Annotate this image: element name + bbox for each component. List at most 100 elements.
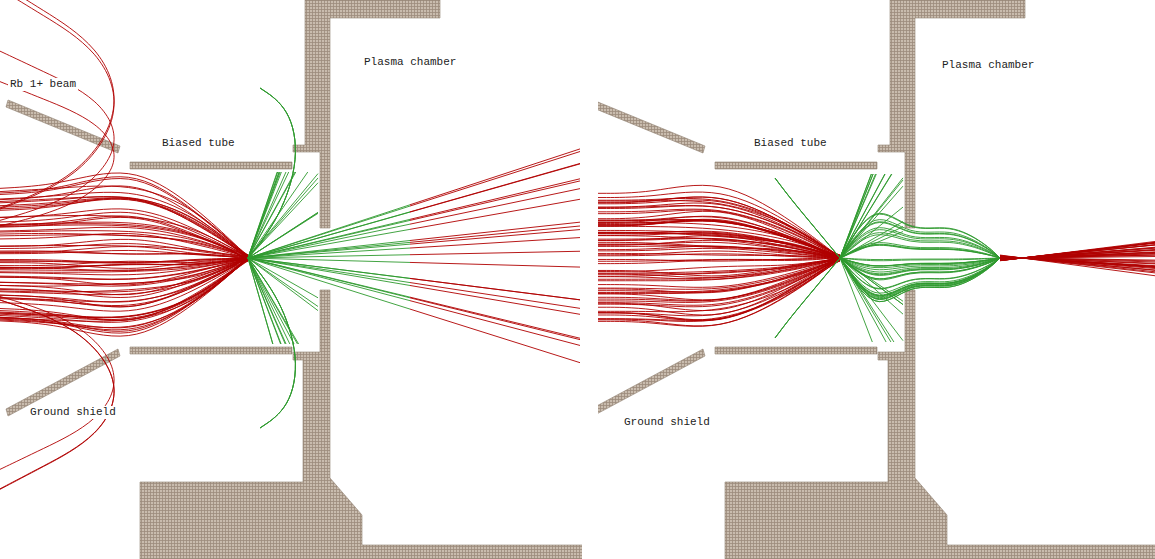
ion-trajectory bbox=[248, 258, 290, 344]
ion-trajectory bbox=[840, 174, 875, 258]
part-label: Biased tube bbox=[752, 137, 829, 150]
ion-trajectory bbox=[410, 251, 580, 254]
ion-trajectory bbox=[775, 258, 840, 338]
ion-trajectory bbox=[840, 258, 1000, 266]
ion-trajectory bbox=[840, 174, 873, 258]
ion-trajectory bbox=[248, 258, 295, 428]
ion-trajectory bbox=[598, 226, 840, 260]
ion-trajectory bbox=[248, 172, 280, 258]
ion-trajectory bbox=[0, 173, 248, 257]
ion-trajectory bbox=[248, 258, 295, 428]
ion-trajectory bbox=[1000, 256, 1155, 270]
ion-trajectory bbox=[0, 186, 248, 257]
ion-trajectory bbox=[598, 216, 840, 258]
ion-trajectory bbox=[598, 261, 840, 326]
ion-trajectory bbox=[410, 164, 580, 212]
ion-trajectory bbox=[410, 278, 580, 299]
ion-trajectory bbox=[598, 217, 840, 257]
ion-trajectory bbox=[1000, 256, 1155, 270]
ion-trajectory bbox=[598, 192, 840, 258]
ion-trajectory bbox=[0, 179, 248, 258]
ion-trajectory bbox=[248, 229, 410, 258]
biased-tube bbox=[715, 162, 877, 169]
ion-trajectory bbox=[248, 172, 281, 258]
chamber-wall bbox=[878, 0, 1025, 228]
ion-trajectory bbox=[598, 257, 840, 278]
ion-trajectory bbox=[775, 258, 840, 338]
ion-trajectory bbox=[598, 211, 840, 259]
ion-trajectory bbox=[775, 178, 840, 258]
ion-trajectory bbox=[598, 197, 840, 259]
ion-trajectory bbox=[0, 259, 248, 292]
part-label: Plasma chamber bbox=[362, 56, 458, 69]
ground-shield bbox=[6, 100, 120, 153]
ion-trajectory bbox=[248, 258, 318, 311]
ion-trajectory bbox=[0, 255, 248, 336]
ion-trajectory bbox=[840, 174, 873, 258]
ion-trajectory bbox=[598, 200, 840, 256]
ion-trajectory bbox=[598, 254, 840, 259]
ion-trajectory bbox=[248, 212, 410, 258]
ion-trajectory bbox=[0, 197, 248, 261]
ion-trajectory bbox=[248, 258, 299, 344]
ion-trajectory bbox=[410, 298, 580, 340]
right-panel bbox=[598, 0, 1155, 559]
biased-tube bbox=[130, 162, 292, 169]
ion-trajectory bbox=[410, 309, 580, 363]
ground-shield bbox=[598, 349, 705, 416]
ion-trajectory bbox=[410, 222, 580, 240]
ion-trajectory bbox=[840, 258, 894, 342]
part-label: Rb 1+ beam bbox=[8, 78, 78, 91]
ion-trajectory bbox=[598, 258, 840, 312]
ion-trajectory bbox=[840, 186, 903, 258]
part-label: Ground shield bbox=[28, 406, 118, 419]
ion-trajectory bbox=[840, 233, 1000, 258]
ion-trajectory bbox=[248, 258, 410, 309]
ion-trajectory bbox=[0, 217, 248, 261]
ion-trajectory bbox=[0, 252, 248, 260]
ion-trajectory bbox=[598, 260, 840, 276]
ion-trajectory bbox=[1000, 256, 1155, 273]
ion-trajectory bbox=[248, 241, 410, 258]
ion-trajectory bbox=[840, 222, 903, 258]
part-label: Biased tube bbox=[160, 137, 237, 150]
ion-trajectory bbox=[840, 258, 903, 305]
ion-trajectory bbox=[1000, 256, 1155, 268]
ion-trajectory bbox=[840, 258, 903, 305]
trajectories bbox=[598, 174, 1155, 342]
ion-trajectory bbox=[248, 178, 318, 258]
ion-trajectory bbox=[0, 258, 248, 328]
trajectories bbox=[0, 0, 580, 489]
ion-trajectory bbox=[248, 213, 318, 258]
ion-trajectory bbox=[840, 258, 1000, 261]
ion-trajectory bbox=[1000, 256, 1155, 272]
electrode-structure bbox=[598, 0, 1155, 559]
ion-trajectory bbox=[598, 246, 840, 260]
ion-trajectory bbox=[248, 258, 295, 428]
ion-trajectory bbox=[1000, 255, 1155, 276]
ion-trajectory bbox=[410, 238, 580, 248]
ion-trajectory bbox=[0, 256, 248, 295]
ion-trajectory bbox=[248, 258, 273, 344]
ion-trajectory bbox=[0, 199, 248, 260]
ion-trajectory bbox=[840, 258, 1000, 288]
ion-trajectory bbox=[0, 222, 248, 255]
ion-trajectory bbox=[840, 245, 1000, 258]
ion-trajectory bbox=[410, 163, 580, 211]
chamber-wall bbox=[725, 290, 1155, 559]
ion-trajectory bbox=[840, 243, 1000, 258]
ion-trajectory bbox=[598, 220, 840, 259]
part-label: Plasma chamber bbox=[940, 59, 1036, 72]
ion-trajectory bbox=[840, 258, 1000, 266]
ion-trajectory bbox=[775, 258, 840, 338]
ion-trajectory bbox=[598, 219, 840, 259]
ion-trajectory bbox=[840, 258, 1000, 260]
ion-trajectory bbox=[0, 256, 248, 262]
ion-trajectory bbox=[840, 258, 886, 342]
ion-trajectory bbox=[840, 258, 903, 341]
ion-trajectory bbox=[410, 226, 580, 242]
ion-trajectory bbox=[248, 172, 296, 258]
biased-tube bbox=[715, 347, 877, 354]
ion-trajectory bbox=[248, 258, 286, 344]
ion-trajectory bbox=[248, 88, 295, 258]
